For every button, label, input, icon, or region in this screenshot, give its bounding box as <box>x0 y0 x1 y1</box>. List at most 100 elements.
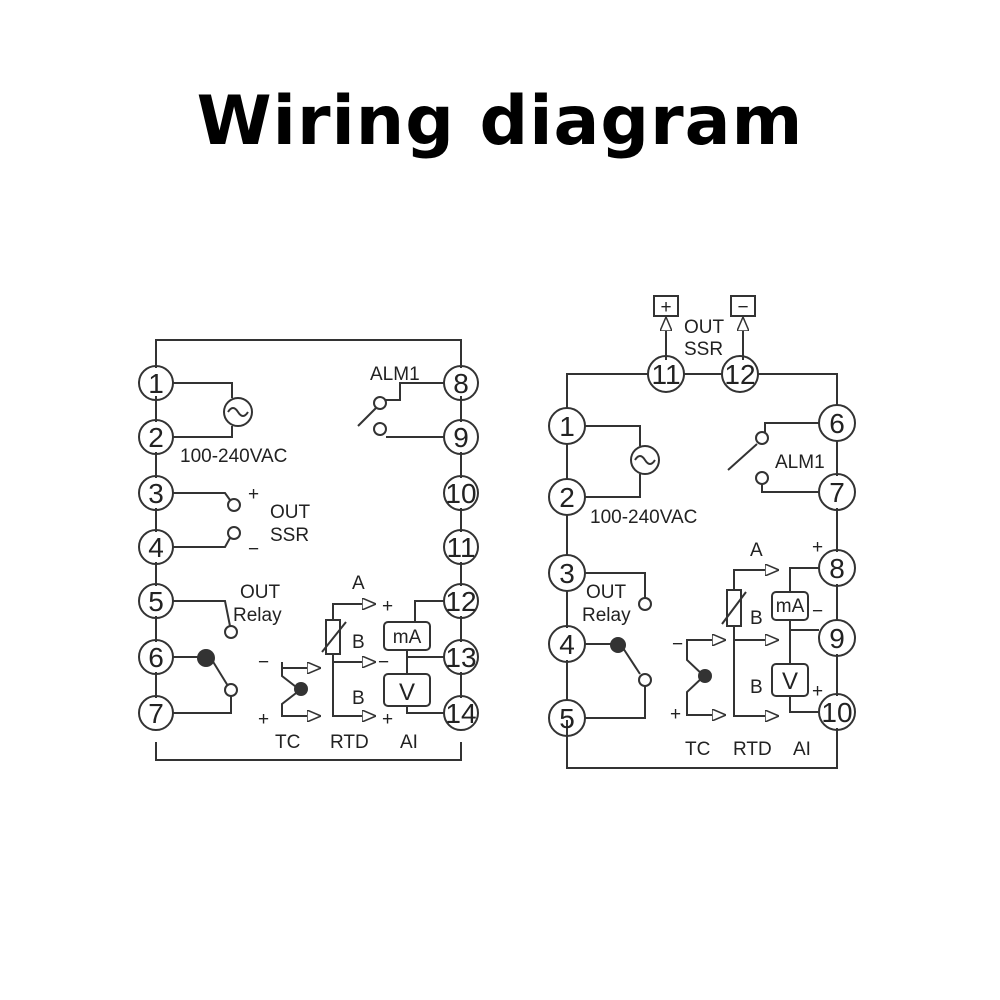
svg-text:9: 9 <box>829 623 845 654</box>
left-diagram: 1 2 3 4 5 6 7 8 9 10 11 12 13 14 100-240… <box>138 339 479 761</box>
svg-text:14: 14 <box>445 698 476 729</box>
left-tc-circuit: − + TC <box>258 652 320 753</box>
svg-text:−: − <box>737 297 748 318</box>
right-tc-circuit: − + TC <box>670 634 725 760</box>
left-terminal-3: 3 <box>138 475 174 511</box>
svg-text:AI: AI <box>793 739 811 760</box>
svg-text:mA: mA <box>393 627 422 648</box>
svg-text:+: + <box>382 709 393 730</box>
right-power-label: 100-240VAC <box>590 507 697 528</box>
svg-text:+: + <box>382 596 393 617</box>
svg-text:V: V <box>782 668 798 695</box>
right-terminal-4: 4 <box>548 625 586 663</box>
svg-text:B: B <box>352 688 365 709</box>
svg-text:1: 1 <box>559 411 575 442</box>
right-terminal-10: 10 <box>818 693 856 731</box>
right-alarm-label: ALM1 <box>775 452 825 473</box>
left-power-source-icon <box>223 397 253 427</box>
svg-text:−: − <box>248 539 259 560</box>
svg-text:A: A <box>750 540 763 561</box>
right-terminal-9: 9 <box>818 619 856 657</box>
svg-text:2: 2 <box>148 422 164 453</box>
svg-text:11: 11 <box>651 359 680 390</box>
svg-text:5: 5 <box>148 586 164 617</box>
svg-text:12: 12 <box>445 586 476 617</box>
svg-text:−: − <box>672 634 683 655</box>
right-rtd-circuit: A B B RTD <box>721 540 778 760</box>
right-power-source-icon <box>630 445 660 475</box>
svg-text:V: V <box>399 679 415 706</box>
right-terminal-7: 7 <box>818 473 856 511</box>
right-power-circuit: 100-240VAC <box>585 425 697 528</box>
svg-text:1: 1 <box>148 368 164 399</box>
svg-text:A: A <box>352 573 365 594</box>
left-terminal-2: 2 <box>138 419 174 455</box>
svg-text:3: 3 <box>559 558 575 589</box>
left-terminal-8: 8 <box>443 365 479 401</box>
left-terminal-12: 12 <box>443 583 479 619</box>
svg-text:+: + <box>812 537 823 558</box>
svg-text:−: − <box>378 652 389 673</box>
page-title: Wiring diagram <box>196 82 804 161</box>
svg-text:OUT: OUT <box>684 317 725 338</box>
right-terminal-1: 1 <box>548 407 586 445</box>
right-terminal-8: 8 <box>818 549 856 587</box>
svg-text:OUT: OUT <box>270 502 311 523</box>
svg-text:9: 9 <box>453 422 469 453</box>
right-ssr-top: + − OUT SSR <box>653 295 756 360</box>
svg-text:OUT: OUT <box>586 582 627 603</box>
left-terminal-7: 7 <box>138 695 174 731</box>
svg-text:12: 12 <box>724 359 755 390</box>
left-power-circuit: 100-240VAC <box>173 382 287 467</box>
svg-text:TC: TC <box>275 732 300 753</box>
right-diagram: + − OUT SSR 11 12 1 2 3 4 5 6 7 8 9 10 <box>548 295 856 769</box>
left-terminal-11: 11 <box>443 529 479 565</box>
svg-text:+: + <box>670 704 681 725</box>
svg-text:4: 4 <box>148 532 164 563</box>
left-terminal-10: 10 <box>443 475 479 511</box>
right-terminal-12: 12 <box>721 355 759 393</box>
svg-text:6: 6 <box>829 408 845 439</box>
left-terminal-14: 14 <box>443 695 479 731</box>
left-rtd-circuit: A B B RTD <box>321 573 375 753</box>
right-ai-circuit: + − + mA V AI <box>771 537 823 760</box>
svg-text:+: + <box>248 484 259 505</box>
left-ssr-circuit: + OUT SSR − <box>173 484 311 560</box>
right-terminal-6: 6 <box>818 404 856 442</box>
svg-text:6: 6 <box>148 642 164 673</box>
svg-text:8: 8 <box>829 553 845 584</box>
left-terminal-4: 4 <box>138 529 174 565</box>
svg-text:3: 3 <box>148 478 164 509</box>
svg-text:4: 4 <box>559 629 575 660</box>
svg-text:10: 10 <box>821 697 852 728</box>
left-terminal-13: 13 <box>443 639 479 675</box>
left-alarm-label: ALM1 <box>370 364 420 385</box>
right-terminal-2: 2 <box>548 478 586 516</box>
svg-text:B: B <box>352 632 365 653</box>
right-terminal-3: 3 <box>548 554 586 592</box>
left-terminal-5: 5 <box>138 583 174 619</box>
svg-text:7: 7 <box>148 698 164 729</box>
svg-text:Relay: Relay <box>233 605 282 626</box>
svg-text:+: + <box>258 709 269 730</box>
svg-text:5: 5 <box>559 703 575 734</box>
left-alarm-circuit: ALM1 <box>357 364 444 438</box>
svg-text:B: B <box>750 608 763 629</box>
left-ai-circuit: + − + mA V AI <box>378 596 444 753</box>
svg-text:−: − <box>812 601 823 622</box>
right-terminal-11: 11 <box>647 355 685 393</box>
svg-text:RTD: RTD <box>733 739 772 760</box>
svg-text:OUT: OUT <box>240 582 281 603</box>
svg-text:RTD: RTD <box>330 732 369 753</box>
svg-text:Relay: Relay <box>582 605 631 626</box>
left-terminal-1: 1 <box>138 365 174 401</box>
left-terminal-6: 6 <box>138 639 174 675</box>
svg-text:8: 8 <box>453 368 469 399</box>
svg-text:10: 10 <box>445 478 476 509</box>
left-relay-circuit: OUT Relay <box>173 582 282 714</box>
svg-text:+: + <box>812 681 823 702</box>
right-relay-circuit: OUT Relay <box>582 572 652 719</box>
svg-text:7: 7 <box>829 477 845 508</box>
svg-text:13: 13 <box>445 642 476 673</box>
